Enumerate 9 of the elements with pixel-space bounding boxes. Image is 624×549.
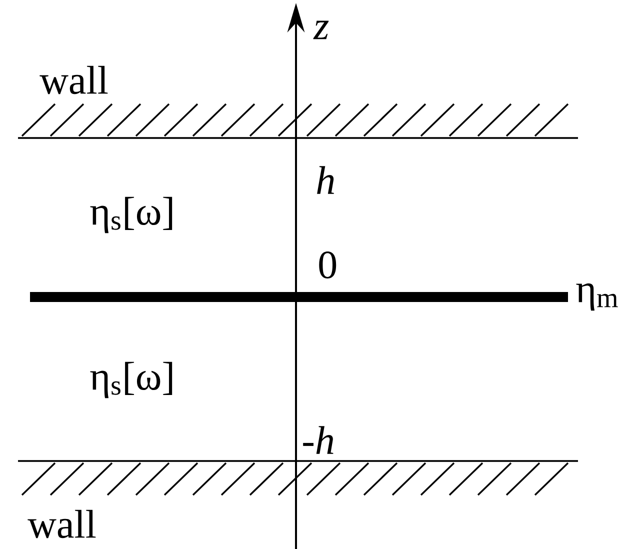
viscosity-label: η$_{s}$[ω] (90, 362, 172, 398)
viscosity-label: η$_{s}$[ω] (90, 196, 172, 234)
membrane-label: η$_{m}$ (576, 283, 618, 311)
wall-label: wall (40, 66, 108, 94)
position-label: -h (303, 426, 334, 454)
wall-label: wall (28, 510, 96, 538)
position-label: h (317, 166, 334, 194)
axis-label: z (313, 20, 329, 40)
position-label: 0 (319, 252, 336, 278)
